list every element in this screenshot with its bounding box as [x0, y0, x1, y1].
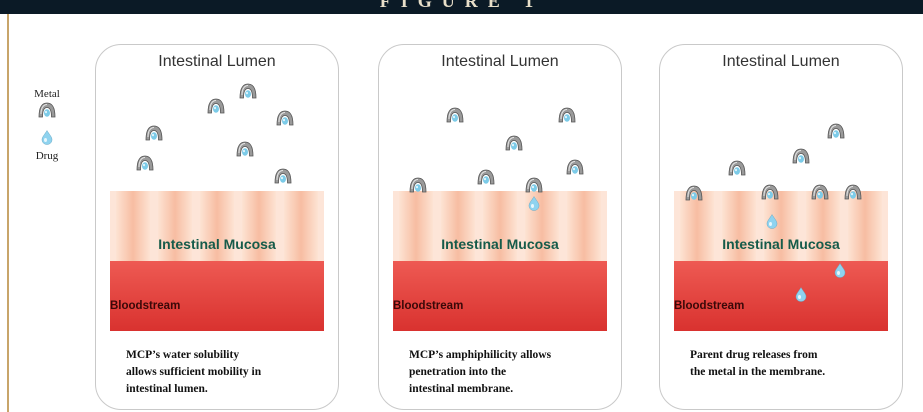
- metal-icon: [409, 177, 427, 193]
- metal-icon: [685, 185, 703, 201]
- metal-icon: [207, 98, 225, 114]
- metal-icon: [525, 177, 543, 193]
- metal-icon: [239, 83, 257, 99]
- panel-water-solubility: Intestinal Lumen Intestinal Mucosa Blood…: [95, 44, 339, 410]
- metal-icon: [761, 184, 779, 200]
- panel-amphiphilicity: Intestinal Lumen Intestinal Mucosa Blood…: [378, 44, 622, 410]
- bloodstream: [674, 261, 888, 331]
- bloodstream: [393, 261, 607, 331]
- panel-caption: MCP’s water solubility allows sufficient…: [126, 347, 328, 398]
- panel-caption: MCP’s amphiphilicity allows penetration …: [409, 347, 611, 398]
- mucosa-label: Intestinal Mucosa: [110, 236, 324, 252]
- figure-header: FIGURE 1: [0, 0, 923, 14]
- metal-icon: [236, 141, 254, 157]
- mucosa-label: Intestinal Mucosa: [674, 236, 888, 252]
- metal-icon: [477, 169, 495, 185]
- drug-droplet-icon: [834, 263, 846, 278]
- metal-icon: [446, 107, 464, 123]
- bloodstream: [110, 261, 324, 331]
- metal-icon: [136, 155, 154, 171]
- drug-droplet-icon: [795, 287, 807, 302]
- lumen-title: Intestinal Lumen: [379, 53, 621, 71]
- legend: Metal Drug: [22, 88, 72, 162]
- metal-icon: [274, 168, 292, 184]
- bloodstream-label: Bloodstream: [393, 300, 463, 312]
- metal-icon: [566, 159, 584, 175]
- metal-icon: [827, 123, 845, 139]
- metal-icon: [811, 184, 829, 200]
- mucosa-label: Intestinal Mucosa: [393, 236, 607, 252]
- legend-drug-icon: [22, 128, 72, 150]
- lumen-title: Intestinal Lumen: [660, 53, 902, 71]
- drug-droplet-icon: [766, 214, 778, 229]
- metal-icon: [792, 148, 810, 164]
- panel-drug-release: Intestinal Lumen Intestinal Mucosa Blood…: [659, 44, 903, 410]
- left-rule: [7, 14, 9, 412]
- lumen-title: Intestinal Lumen: [96, 53, 338, 71]
- bloodstream-label: Bloodstream: [110, 300, 180, 312]
- metal-icon: [558, 107, 576, 123]
- metal-icon: [276, 110, 294, 126]
- legend-metal-icon: [22, 100, 72, 122]
- bloodstream-label: Bloodstream: [674, 300, 744, 312]
- metal-icon: [145, 125, 163, 141]
- drug-droplet-icon: [528, 196, 540, 211]
- panel-caption: Parent drug releases from the metal in t…: [690, 347, 892, 381]
- metal-icon: [505, 135, 523, 151]
- figure-label: FIGURE 1: [0, 0, 923, 12]
- legend-metal-label: Metal: [22, 88, 72, 100]
- metal-icon: [844, 184, 862, 200]
- metal-icon: [728, 160, 746, 176]
- legend-drug-label: Drug: [22, 150, 72, 162]
